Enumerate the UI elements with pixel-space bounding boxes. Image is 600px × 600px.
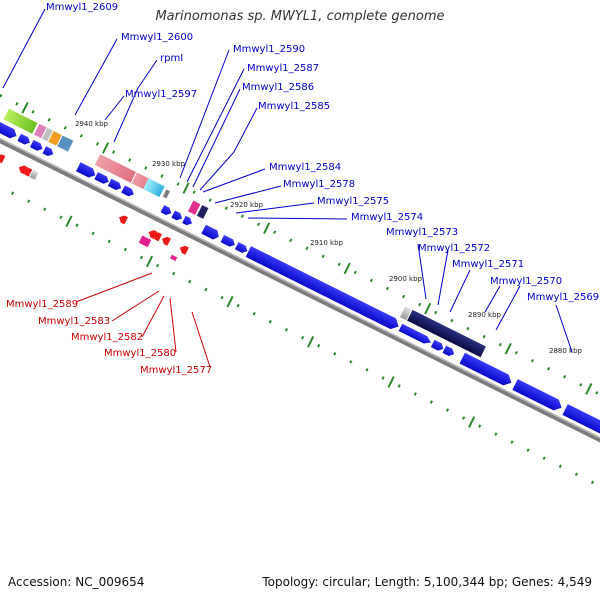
gene-label[interactable]: Mmwyl1_2572	[418, 243, 490, 254]
gene-label[interactable]: Mmwyl1_2575	[317, 196, 389, 207]
feature-block-gray[interactable]	[42, 127, 53, 142]
reverse-leader-lines	[75, 272, 211, 368]
ruler-label: 2930 kbp	[152, 160, 186, 168]
feature-block-steel[interactable]	[57, 135, 74, 152]
outer-tick-row	[0, 93, 600, 418]
gene-label[interactable]: Mmwyl1_2580	[104, 348, 176, 359]
ruler-label: 2920 kbp	[230, 201, 264, 209]
ruler-label: 2890 kbp	[468, 311, 502, 319]
reverse-gene[interactable]	[147, 228, 158, 240]
forward-gene[interactable]	[42, 146, 56, 158]
forward-gene[interactable]	[160, 205, 174, 217]
accession-text: Accession: NC_009654	[8, 575, 145, 589]
forward-gene[interactable]	[76, 162, 97, 179]
gene-label[interactable]: Mmwyl1_2597	[125, 89, 197, 100]
forward-gene[interactable]	[201, 224, 221, 242]
feature-block-magenta[interactable]	[187, 200, 201, 215]
feature-block-salmon[interactable]	[94, 154, 136, 183]
feature-block-gray[interactable]	[162, 189, 170, 199]
reverse-gene-gray[interactable]	[29, 169, 39, 180]
feature-block-navy[interactable]	[196, 205, 209, 219]
ruler-label: 2880 kbp	[549, 347, 583, 355]
forward-gene[interactable]	[430, 339, 445, 353]
genome-summary-text: Topology: circular; Length: 5,100,344 bp…	[262, 575, 592, 589]
forward-gene[interactable]	[29, 139, 44, 153]
backbone-highlight	[0, 129, 600, 452]
gene-label[interactable]: Mmwyl1_2583	[38, 316, 110, 327]
reverse-gene[interactable]	[151, 231, 162, 242]
ruler-label: 2910 kbp	[310, 239, 344, 247]
gene-label[interactable]: Mmwyl1_2577	[140, 365, 212, 376]
feature-block-navy-long[interactable]	[407, 309, 486, 358]
reverse-gene-magenta[interactable]	[170, 254, 178, 261]
gene-label[interactable]: Mmwyl1_2586	[242, 82, 314, 93]
feature-block-cyan[interactable]	[143, 178, 165, 198]
forward-leader-lines	[2, 8, 573, 353]
forward-gene[interactable]	[171, 210, 184, 222]
gene-label[interactable]: Mmwyl1_2590	[233, 44, 305, 55]
forward-gene[interactable]	[220, 235, 237, 248]
forward-gene[interactable]	[442, 345, 456, 358]
forward-labels: Mmwyl1_2609 Mmwyl1_2600 rpmI Mmwyl1_2597…	[46, 2, 599, 303]
major-ticks	[21, 101, 593, 428]
feature-block-green[interactable]	[3, 108, 38, 134]
reverse-gene[interactable]	[22, 166, 33, 177]
genome-backbone	[0, 129, 600, 456]
forward-gene[interactable]	[562, 404, 600, 446]
ruler-label: 2900 kbp	[389, 275, 423, 283]
forward-gene[interactable]	[121, 185, 135, 198]
gene-label[interactable]: Mmwyl1_2578	[283, 179, 355, 190]
forward-gene[interactable]	[459, 352, 515, 388]
gene-label[interactable]: Mmwyl1_2569	[527, 292, 599, 303]
gene-label[interactable]: Mmwyl1_2573	[386, 227, 458, 238]
reverse-gene-magenta[interactable]	[138, 235, 152, 248]
gene-label[interactable]: Mmwyl1_2582	[71, 332, 143, 343]
forward-gene[interactable]	[17, 133, 31, 147]
forward-gene[interactable]	[94, 172, 110, 185]
forward-gene[interactable]	[398, 323, 433, 346]
forward-gene[interactable]	[0, 121, 19, 140]
reverse-strand	[0, 153, 189, 261]
forward-gene[interactable]	[107, 178, 123, 192]
forward-gene[interactable]	[234, 242, 249, 255]
gene-label[interactable]: Mmwyl1_2609	[46, 2, 118, 13]
forward-strand	[0, 121, 600, 446]
forward-gene[interactable]	[512, 379, 564, 413]
gene-label[interactable]: Mmwyl1_2600	[121, 32, 193, 43]
reverse-gene[interactable]	[17, 164, 28, 175]
map-title: Marinomonas sp. MWYL1, complete genome	[155, 9, 445, 24]
reverse-gene[interactable]	[117, 214, 128, 225]
reverse-gene[interactable]	[178, 244, 189, 255]
feature-block-orange[interactable]	[48, 130, 62, 146]
gene-label[interactable]: rpmI	[160, 53, 183, 64]
reverse-labels: Mmwyl1_2589 Mmwyl1_2583 Mmwyl1_2582 Mmwy…	[6, 299, 212, 376]
gene-label[interactable]: Mmwyl1_2585	[258, 101, 330, 112]
feature-blocks	[3, 108, 486, 358]
ruler-label: 2940 kbp	[75, 120, 109, 128]
gene-label[interactable]: Mmwyl1_2589	[6, 299, 78, 310]
genome-track	[0, 93, 600, 492]
reverse-gene[interactable]	[0, 153, 6, 164]
gene-label[interactable]: Mmwyl1_2587	[247, 63, 319, 74]
gene-label[interactable]: Mmwyl1_2574	[351, 212, 423, 223]
gene-label[interactable]: Mmwyl1_2584	[269, 162, 341, 173]
reverse-gene[interactable]	[160, 235, 171, 246]
gene-label[interactable]: Mmwyl1_2570	[490, 276, 562, 287]
forward-gene[interactable]	[245, 246, 402, 332]
inner-tick-row	[0, 167, 600, 492]
forward-gene[interactable]	[182, 215, 194, 227]
feature-block-gray[interactable]	[400, 306, 412, 321]
gene-label[interactable]: Mmwyl1_2571	[452, 259, 524, 270]
feature-block-pink[interactable]	[33, 123, 47, 139]
